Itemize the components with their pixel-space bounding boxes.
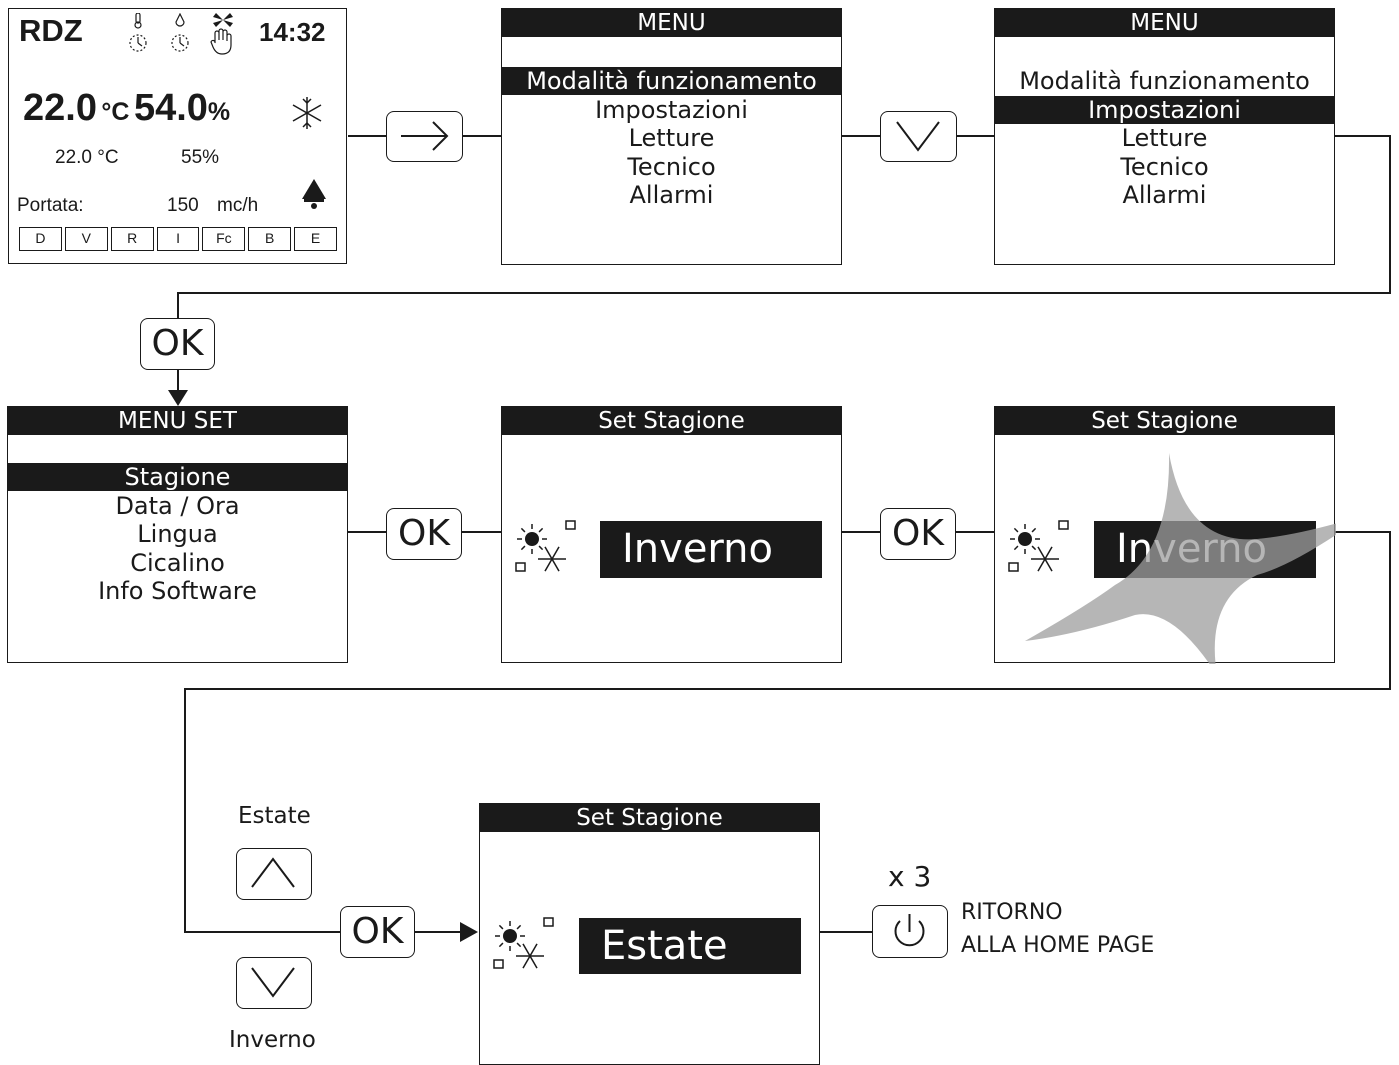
flow-unit: mc/h	[217, 195, 258, 217]
snowflake-icon	[289, 95, 325, 131]
inverno-label: Inverno	[229, 1027, 316, 1053]
menu-item[interactable]: Letture	[502, 124, 841, 152]
return-home-label-line2: ALLA HOME PAGE	[961, 933, 1154, 958]
status-box: R	[111, 227, 154, 251]
right-arrow-icon	[387, 112, 461, 160]
set-stagione-title: Set Stagione	[502, 407, 841, 435]
menu-item[interactable]: Allarmi	[995, 181, 1334, 209]
menu-item[interactable]: Cicalino	[8, 549, 347, 577]
brand-logo: RDZ	[19, 13, 83, 49]
menu-item[interactable]: Modalità funzionamento	[995, 67, 1334, 95]
repeat-count-label: x 3	[888, 860, 931, 893]
return-home-label-line1: RITORNO	[961, 900, 1063, 925]
flow-value: 150	[167, 195, 199, 217]
menu-item[interactable]: Info Software	[8, 577, 347, 605]
set-stagione-screen-2: Set Stagione Inverno	[994, 406, 1335, 663]
menu-set-title: MENU SET	[8, 407, 347, 435]
ok-label: OK	[141, 319, 214, 369]
menu-item[interactable]: Impostazioni	[502, 96, 841, 124]
ok-button[interactable]: OK	[880, 508, 956, 560]
menu-item[interactable]: Modalità funzionamento	[502, 67, 841, 95]
right-arrow-button[interactable]	[386, 111, 463, 162]
humidity-unit: %	[208, 98, 230, 126]
down-arrow-icon	[881, 112, 955, 160]
temperature-secondary: 22.0 °C	[55, 147, 119, 169]
menu-item[interactable]: Letture	[995, 124, 1334, 152]
temperature-unit: °C	[101, 98, 129, 126]
power-icon	[873, 906, 946, 956]
down-arrow-button[interactable]	[880, 111, 957, 162]
menu-item[interactable]: Stagione	[8, 463, 347, 491]
temperature-main: 22.0	[23, 87, 97, 129]
ok-button[interactable]: OK	[140, 318, 215, 370]
flow-label: Portata:	[17, 195, 84, 217]
down-arrow-button[interactable]	[236, 957, 312, 1009]
humidity-main: 54.0	[134, 87, 208, 129]
ok-button[interactable]: OK	[340, 906, 415, 958]
season-value: Estate	[579, 918, 801, 974]
status-box: D	[19, 227, 62, 251]
humidity-secondary: 55%	[181, 147, 219, 169]
menu-title: MENU	[995, 9, 1334, 37]
alarm-bell-icon	[299, 177, 329, 209]
menu-title: MENU	[502, 9, 841, 37]
status-box: Fc	[202, 227, 245, 251]
status-box: E	[294, 227, 337, 251]
up-arrow-button[interactable]	[236, 848, 312, 900]
menu-item[interactable]: Tecnico	[995, 153, 1334, 181]
temperature-value: 22.0 °C 54.0%	[23, 87, 230, 130]
set-stagione-title: Set Stagione	[480, 804, 819, 832]
menu-item[interactable]: Allarmi	[502, 181, 841, 209]
ok-label: OK	[387, 509, 461, 559]
season-value: Inverno	[600, 521, 822, 578]
menu-item[interactable]: Impostazioni	[995, 96, 1334, 124]
set-stagione-screen-1: Set Stagione Inverno	[501, 406, 842, 663]
season-summer-winter-icon	[492, 916, 556, 978]
up-arrow-icon	[237, 849, 310, 898]
menu-item[interactable]: Data / Ora	[8, 492, 347, 520]
menu-item[interactable]: Lingua	[8, 520, 347, 548]
season-summer-winter-icon	[514, 519, 578, 581]
ok-label: OK	[881, 509, 955, 559]
ok-label: OK	[341, 907, 414, 957]
power-button[interactable]	[872, 905, 948, 958]
clock-time: 14:32	[259, 17, 326, 48]
menu-item[interactable]: Tecnico	[502, 153, 841, 181]
hand-icon	[209, 27, 237, 55]
status-box: V	[65, 227, 108, 251]
estate-label: Estate	[238, 803, 311, 829]
drop-clock-icon	[163, 13, 197, 53]
home-screen: RDZ 14:32 22.0 °C 54.0% 22.0 °C 55% Port…	[8, 8, 347, 264]
thermometer-clock-icon	[121, 13, 155, 53]
set-stagione-screen-3: Set Stagione Estate	[479, 803, 820, 1065]
status-box: B	[248, 227, 291, 251]
status-box: I	[157, 227, 200, 251]
blink-highlight-icon	[995, 435, 1336, 664]
down-arrow-icon	[237, 958, 310, 1007]
ok-button[interactable]: OK	[386, 508, 462, 560]
set-stagione-title: Set Stagione	[995, 407, 1334, 435]
